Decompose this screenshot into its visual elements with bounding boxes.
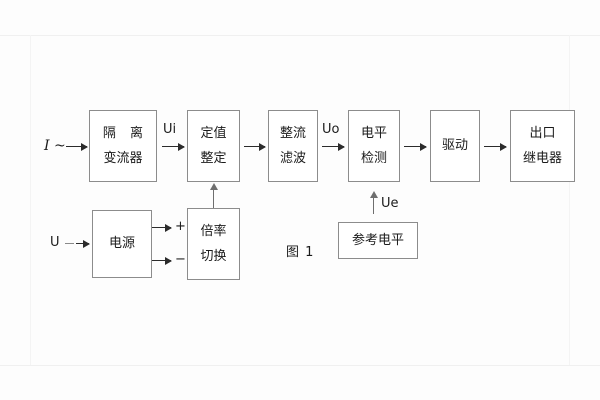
arrow-rail-positive (158, 223, 172, 232)
block-setting-adjust-line1: 定值 (200, 125, 227, 141)
figure-caption: 图 1 (286, 245, 315, 260)
signal-ui-label: Ui (163, 122, 177, 137)
block-level-detect-line1: 电平 (360, 125, 387, 141)
block-level-detect-line2: 检测 (360, 150, 387, 166)
block-reference-level-line1: 参考电平 (351, 232, 404, 248)
arrow-rail-negative (158, 256, 172, 265)
arrow-voltage-to-power-supply (76, 239, 90, 248)
block-driver: 驱动 (430, 110, 480, 182)
block-isolation-transformer-line2: 变流器 (103, 150, 143, 166)
block-isolation-transformer-line1: 隔 离 (102, 125, 149, 141)
block-output-relay-line2: 继电器 (522, 150, 562, 166)
voltage-input-lead (65, 243, 74, 244)
block-power-supply: 电源 (92, 210, 152, 278)
block-multiplier-switch-line2: 切换 (200, 248, 227, 264)
block-multiplier-switch-line1: 倍率 (200, 223, 227, 239)
signal-ue-label: Ue (381, 196, 399, 211)
block-setting-adjust-line2: 整定 (200, 150, 227, 166)
arrow-isolation-to-setting (162, 142, 185, 151)
block-rectify-filter-line1: 整流 (279, 125, 306, 141)
current-input-label: I ~ (44, 138, 66, 154)
voltage-input-label: U (50, 235, 60, 250)
block-rectify-filter: 整流 滤波 (268, 110, 318, 182)
signal-uo-label: Uo (322, 122, 340, 137)
arrow-rectify-to-level (322, 142, 345, 151)
figure-frame-right-rule (569, 35, 570, 365)
block-setting-adjust: 定值 整定 (187, 110, 240, 182)
arrow-level-to-driver (404, 142, 427, 151)
block-level-detect: 电平 检测 (348, 110, 400, 182)
figure-frame-top-rule (0, 35, 600, 36)
block-multiplier-switch: 倍率 切换 (187, 208, 240, 280)
arrow-driver-to-output-relay (484, 142, 507, 151)
block-driver-line1: 驱动 (441, 138, 468, 154)
arrow-current-to-isolation (66, 142, 88, 151)
arrow-multiplier-to-setting (209, 183, 218, 208)
block-output-relay-line1: 出口 (529, 125, 556, 141)
block-output-relay: 出口 继电器 (510, 110, 575, 182)
block-power-supply-line1: 电源 (108, 236, 135, 252)
arrow-reference-to-level (369, 191, 378, 214)
block-reference-level: 参考电平 (338, 222, 418, 259)
block-rectify-filter-line2: 滤波 (279, 150, 306, 166)
block-isolation-transformer: 隔 离 变流器 (89, 110, 157, 182)
figure-frame-bottom-rule (0, 365, 600, 366)
figure-frame-left-rule (30, 35, 31, 365)
arrow-setting-to-rectify (244, 142, 266, 151)
